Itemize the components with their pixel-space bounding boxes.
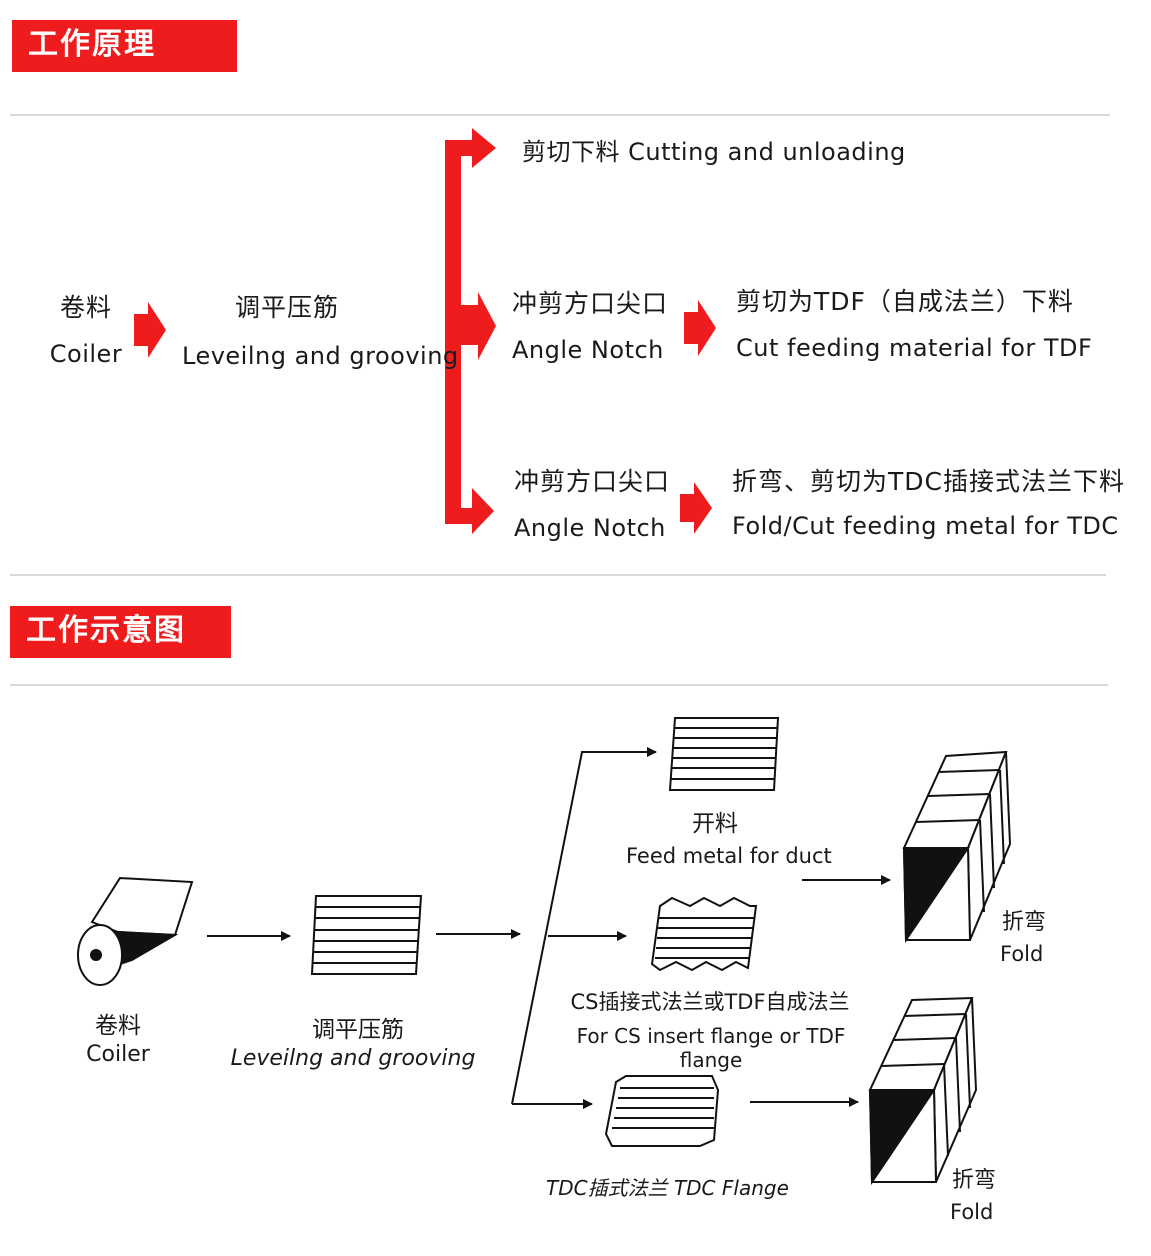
coiler-roll-icon [77, 876, 194, 986]
cut-line: 剪切下料 Cutting and unloading [522, 138, 906, 166]
schem-cs-en: For CS insert flange or TDF flange [576, 1024, 846, 1072]
arrow-notch1-icon [461, 292, 496, 360]
fold-duct-icon [868, 996, 978, 1186]
notch1-cn: 冲剪方口尖口 [512, 289, 669, 318]
arrow-tdc-icon [680, 482, 712, 534]
section-title-working-principle: 工作原理 [12, 20, 237, 72]
arrow-notch2-icon [472, 488, 494, 534]
schem-fold1-en: Fold [1000, 942, 1044, 966]
level-en: Leveilng and grooving [182, 342, 459, 370]
notch2-en: Angle Notch [514, 514, 666, 542]
section-title-schematic: 工作示意图 [10, 606, 231, 658]
cs-flange-sheet-icon [650, 896, 758, 972]
coiler-en: Coiler [49, 340, 123, 368]
schem-tdc-flange: TDC插式法兰 TDC Flange [546, 1176, 789, 1200]
schem-cs-cn: CS插接式法兰或TDF自成法兰 [570, 990, 850, 1014]
schem-fold2-cn: 折弯 [952, 1168, 997, 1193]
bracket-bar [445, 140, 461, 524]
schem-feed-cn: 开料 [692, 811, 738, 837]
divider [10, 574, 1106, 576]
divider [10, 684, 1108, 686]
tdc-cn: 折弯、剪切为TDC插接式法兰下料 [732, 467, 1125, 496]
schem-coiler-cn: 卷料 [95, 1013, 141, 1039]
notch2-cn: 冲剪方口尖口 [514, 467, 671, 496]
tdc-en: Fold/Cut feeding metal for TDC [732, 512, 1119, 540]
schem-level-cn: 调平压筋 [312, 1017, 404, 1043]
schem-level-en: Leveilng and grooving [230, 1046, 476, 1071]
level-cn: 调平压筋 [234, 293, 339, 322]
schem-fold2-en: Fold [950, 1200, 994, 1224]
fold-duct-icon [902, 750, 1012, 944]
tdf-en: Cut feeding material for TDF [736, 334, 1093, 362]
feed-sheet-icon [668, 717, 780, 791]
arrow-cutting-icon [472, 128, 496, 168]
arrow-coiler-icon [134, 302, 166, 358]
divider [10, 114, 1110, 116]
leveling-sheet-icon [310, 895, 423, 975]
tdf-cn: 剪切为TDF（自成法兰）下料 [736, 287, 1074, 316]
tdc-flange-sheet-icon [604, 1075, 720, 1147]
arrow-tdf-icon [684, 300, 716, 356]
notch1-en: Angle Notch [512, 336, 664, 364]
schem-fold1-cn: 折弯 [1002, 910, 1047, 935]
coiler-cn: 卷料 [59, 293, 112, 322]
schem-feed-en: Feed metal for duct [626, 844, 832, 868]
schem-coiler-en: Coiler [86, 1042, 150, 1067]
